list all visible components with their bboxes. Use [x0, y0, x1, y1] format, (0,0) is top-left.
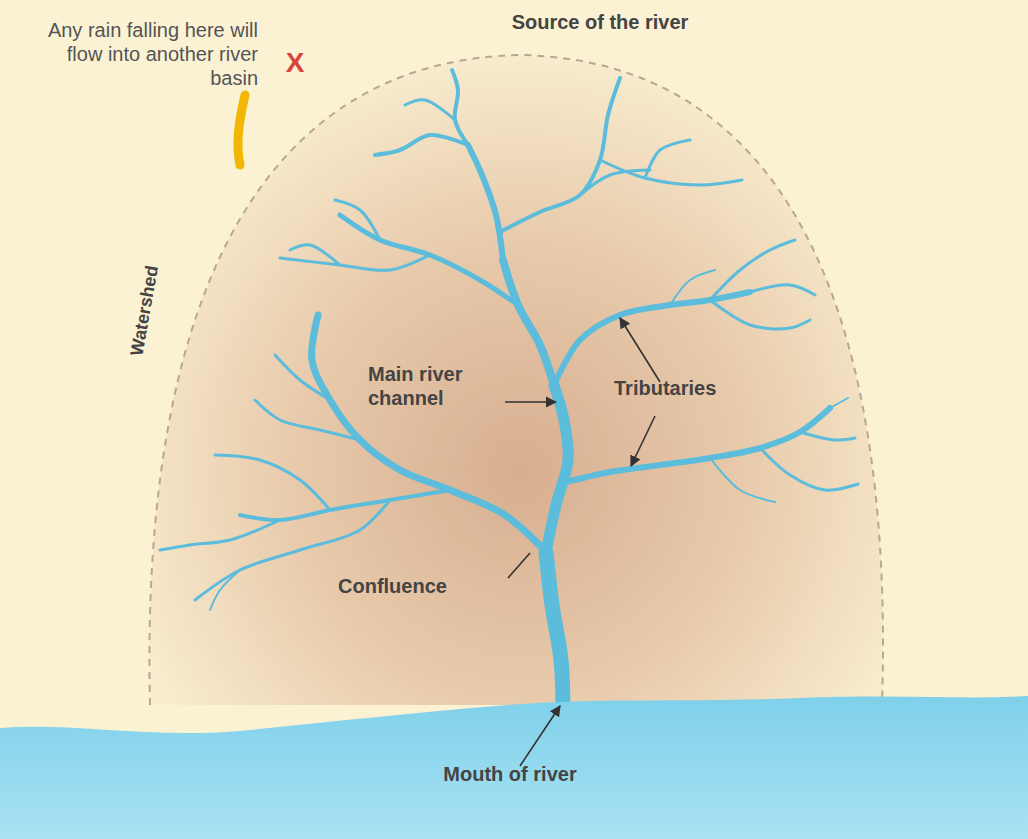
river-segment — [375, 135, 468, 155]
channel-label: Main river channel — [368, 362, 508, 410]
river-basin — [149, 55, 883, 705]
river-segment — [670, 270, 715, 305]
mouth-label: Mouth of river — [430, 762, 590, 786]
river-segment — [240, 490, 450, 520]
watershed-line — [149, 55, 883, 705]
leader-line — [508, 553, 530, 578]
leader-arrow — [520, 706, 560, 766]
river-segment — [500, 78, 620, 232]
x-marker: X — [280, 46, 310, 80]
river-segment — [275, 355, 330, 400]
river-network — [160, 70, 858, 708]
tributaries-label: Tributaries — [614, 376, 789, 400]
leader-arrow — [631, 416, 655, 466]
note-text: Any rain falling here will flow into ano… — [20, 18, 258, 90]
river-segment — [255, 400, 360, 440]
source-label: Source of the river — [500, 10, 700, 34]
sea — [0, 696, 1028, 839]
river-segment — [760, 448, 858, 490]
river-segment — [210, 570, 240, 610]
river-segment — [830, 398, 848, 408]
leader-arrow — [505, 401, 556, 403]
leader-arrow — [620, 318, 660, 382]
river-segment — [645, 140, 690, 178]
river-segment — [312, 315, 546, 552]
river-segment — [710, 458, 775, 502]
river-segment — [750, 285, 815, 295]
river-segment — [290, 245, 340, 265]
river-segment — [580, 170, 650, 195]
river-segment — [340, 215, 518, 305]
confluence-label: Confluence — [338, 574, 518, 598]
river-segment — [468, 145, 503, 260]
river-segment — [335, 200, 380, 240]
river-segment — [554, 292, 750, 385]
river-segment — [800, 432, 855, 440]
river-segment — [215, 455, 330, 510]
river-segment — [546, 552, 563, 708]
river-segment — [280, 255, 430, 270]
river-segment — [710, 300, 810, 329]
river-segment — [160, 520, 280, 550]
river-segment — [546, 385, 568, 552]
river-segment — [566, 408, 830, 482]
river-segment — [452, 70, 468, 145]
river-segment — [405, 100, 455, 120]
river-segment — [503, 260, 554, 385]
highlight-mark — [238, 95, 245, 165]
